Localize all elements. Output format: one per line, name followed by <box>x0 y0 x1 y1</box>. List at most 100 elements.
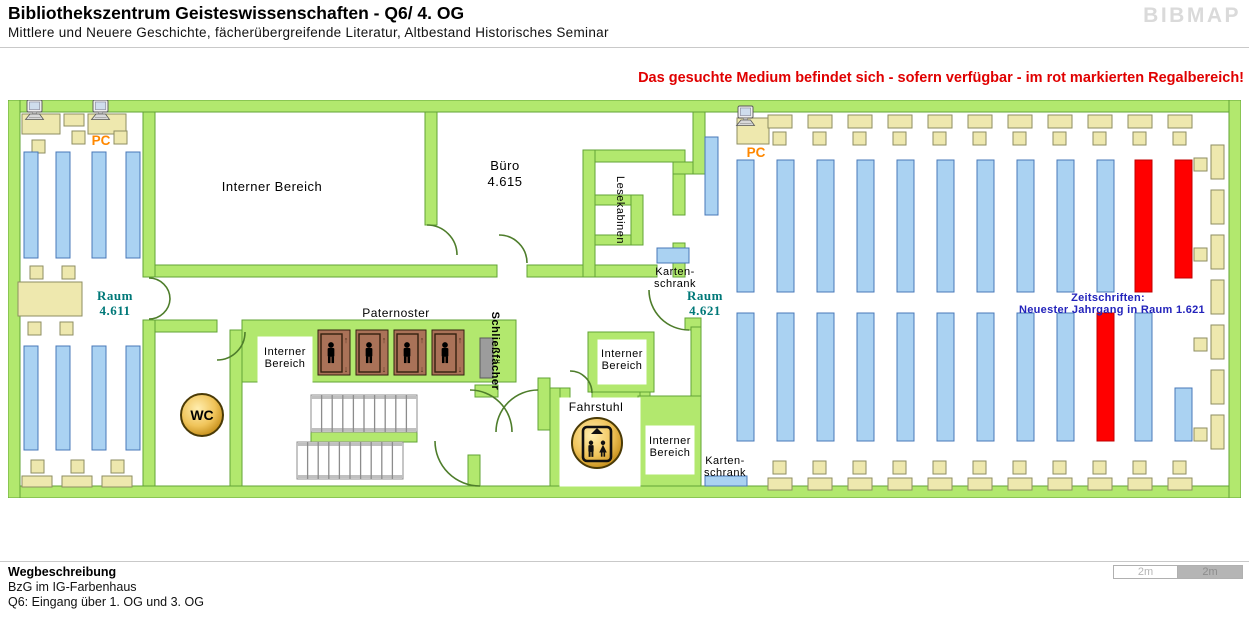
bookshelf <box>776 312 795 442</box>
label-interner-3b: Bereich <box>650 447 691 459</box>
wall <box>594 234 632 246</box>
chair <box>113 130 128 145</box>
bookshelf <box>55 151 71 259</box>
table <box>887 477 913 491</box>
door-arcs <box>148 224 690 487</box>
table <box>767 114 793 129</box>
chair <box>1012 460 1027 475</box>
label-interner-3a: Interner <box>649 435 691 447</box>
label-interner-1a: Interner <box>264 346 306 358</box>
label-interner-1b: Bereich <box>265 358 306 370</box>
door-arc <box>426 224 458 256</box>
chair <box>1193 337 1208 352</box>
scale-segment-dark: 2m <box>1178 566 1242 578</box>
bookshelf <box>1016 159 1035 293</box>
bookshelf <box>856 312 875 442</box>
room-number-buero: 4.615 <box>487 174 522 189</box>
chair <box>1193 427 1208 442</box>
table <box>847 477 873 491</box>
wall <box>672 173 686 216</box>
computer-icon <box>91 100 110 120</box>
room-label-lesekabinen: Lesekabinen <box>614 176 626 244</box>
label-kartenschrank-1b: schrank <box>654 278 696 290</box>
wall <box>229 329 243 487</box>
computer-icon <box>25 100 44 120</box>
bookshelf <box>736 312 755 442</box>
label-interner-2b: Bereich <box>602 360 643 372</box>
door-arc <box>498 234 528 264</box>
table <box>736 117 770 145</box>
chair <box>1012 131 1027 146</box>
bibmap-logo: BIBMAP <box>1143 4 1241 27</box>
bookshelf <box>976 159 995 293</box>
table <box>17 281 83 317</box>
chair <box>772 460 787 475</box>
chair <box>31 139 46 154</box>
computer-icon <box>736 105 755 126</box>
door-arc <box>148 277 171 300</box>
bookshelf <box>976 312 995 442</box>
label-schliessfaecher: Schließfächer <box>489 312 501 391</box>
table <box>967 477 993 491</box>
bookshelf <box>776 159 795 293</box>
floor-plan: ↑↓↑↓↑↓↑↓ WC Interner Bereich Büro 4.615 … <box>8 100 1241 498</box>
table <box>927 114 953 129</box>
bookshelf <box>1016 312 1035 442</box>
door-arc <box>569 370 593 394</box>
table <box>1210 279 1225 315</box>
bookshelf <box>1096 159 1115 293</box>
chair <box>30 459 45 474</box>
bookshelf <box>736 159 755 293</box>
label-kartenschrank-2a: Karten- <box>705 455 745 467</box>
table <box>1210 324 1225 360</box>
room-label-interner-bereich: Interner Bereich <box>222 179 323 194</box>
bookshelf <box>704 136 719 216</box>
chair <box>1052 460 1067 475</box>
chair <box>1172 131 1187 146</box>
table <box>1007 114 1033 129</box>
up-arrow-icon: ↑ <box>382 335 387 345</box>
table <box>1047 477 1073 491</box>
bookshelf <box>936 312 955 442</box>
table <box>101 475 133 488</box>
wall <box>549 387 561 487</box>
bookshelf <box>1174 387 1193 442</box>
table <box>1167 477 1193 491</box>
chair <box>852 460 867 475</box>
highlighted-bookshelf <box>1174 159 1193 279</box>
bookshelf <box>816 159 835 293</box>
highlight-notice: Das gesuchte Medium befindet sich - sofe… <box>638 70 1244 86</box>
door-arc <box>434 440 481 487</box>
table <box>767 477 793 491</box>
table <box>1087 477 1113 491</box>
paternoster-cabins: ↑↓↑↓↑↓↑↓ <box>317 329 465 376</box>
header-divider <box>0 47 1249 48</box>
down-arrow-icon: ↓ <box>420 364 425 374</box>
chair <box>1092 460 1107 475</box>
label-pc-left: PC <box>92 133 111 148</box>
table <box>1007 477 1033 491</box>
chair <box>110 459 125 474</box>
bookshelf <box>896 159 915 293</box>
chair <box>59 321 74 336</box>
table <box>1210 234 1225 270</box>
scale-segment-light: 2m <box>1114 566 1178 578</box>
chair <box>932 131 947 146</box>
chair <box>932 460 947 475</box>
door-arc <box>469 389 513 433</box>
table <box>1210 414 1225 450</box>
down-arrow-icon: ↓ <box>344 364 349 374</box>
staircase <box>296 394 418 480</box>
chair <box>812 131 827 146</box>
table <box>1127 477 1153 491</box>
bookshelf <box>23 151 39 259</box>
wall <box>1228 100 1241 498</box>
table <box>61 475 93 488</box>
bookshelf <box>125 345 141 451</box>
wall <box>142 111 156 278</box>
chair <box>29 265 44 280</box>
wall <box>582 149 686 163</box>
bookshelf <box>816 312 835 442</box>
table <box>1210 189 1225 225</box>
room-number-4611: 4.611 <box>99 303 130 318</box>
